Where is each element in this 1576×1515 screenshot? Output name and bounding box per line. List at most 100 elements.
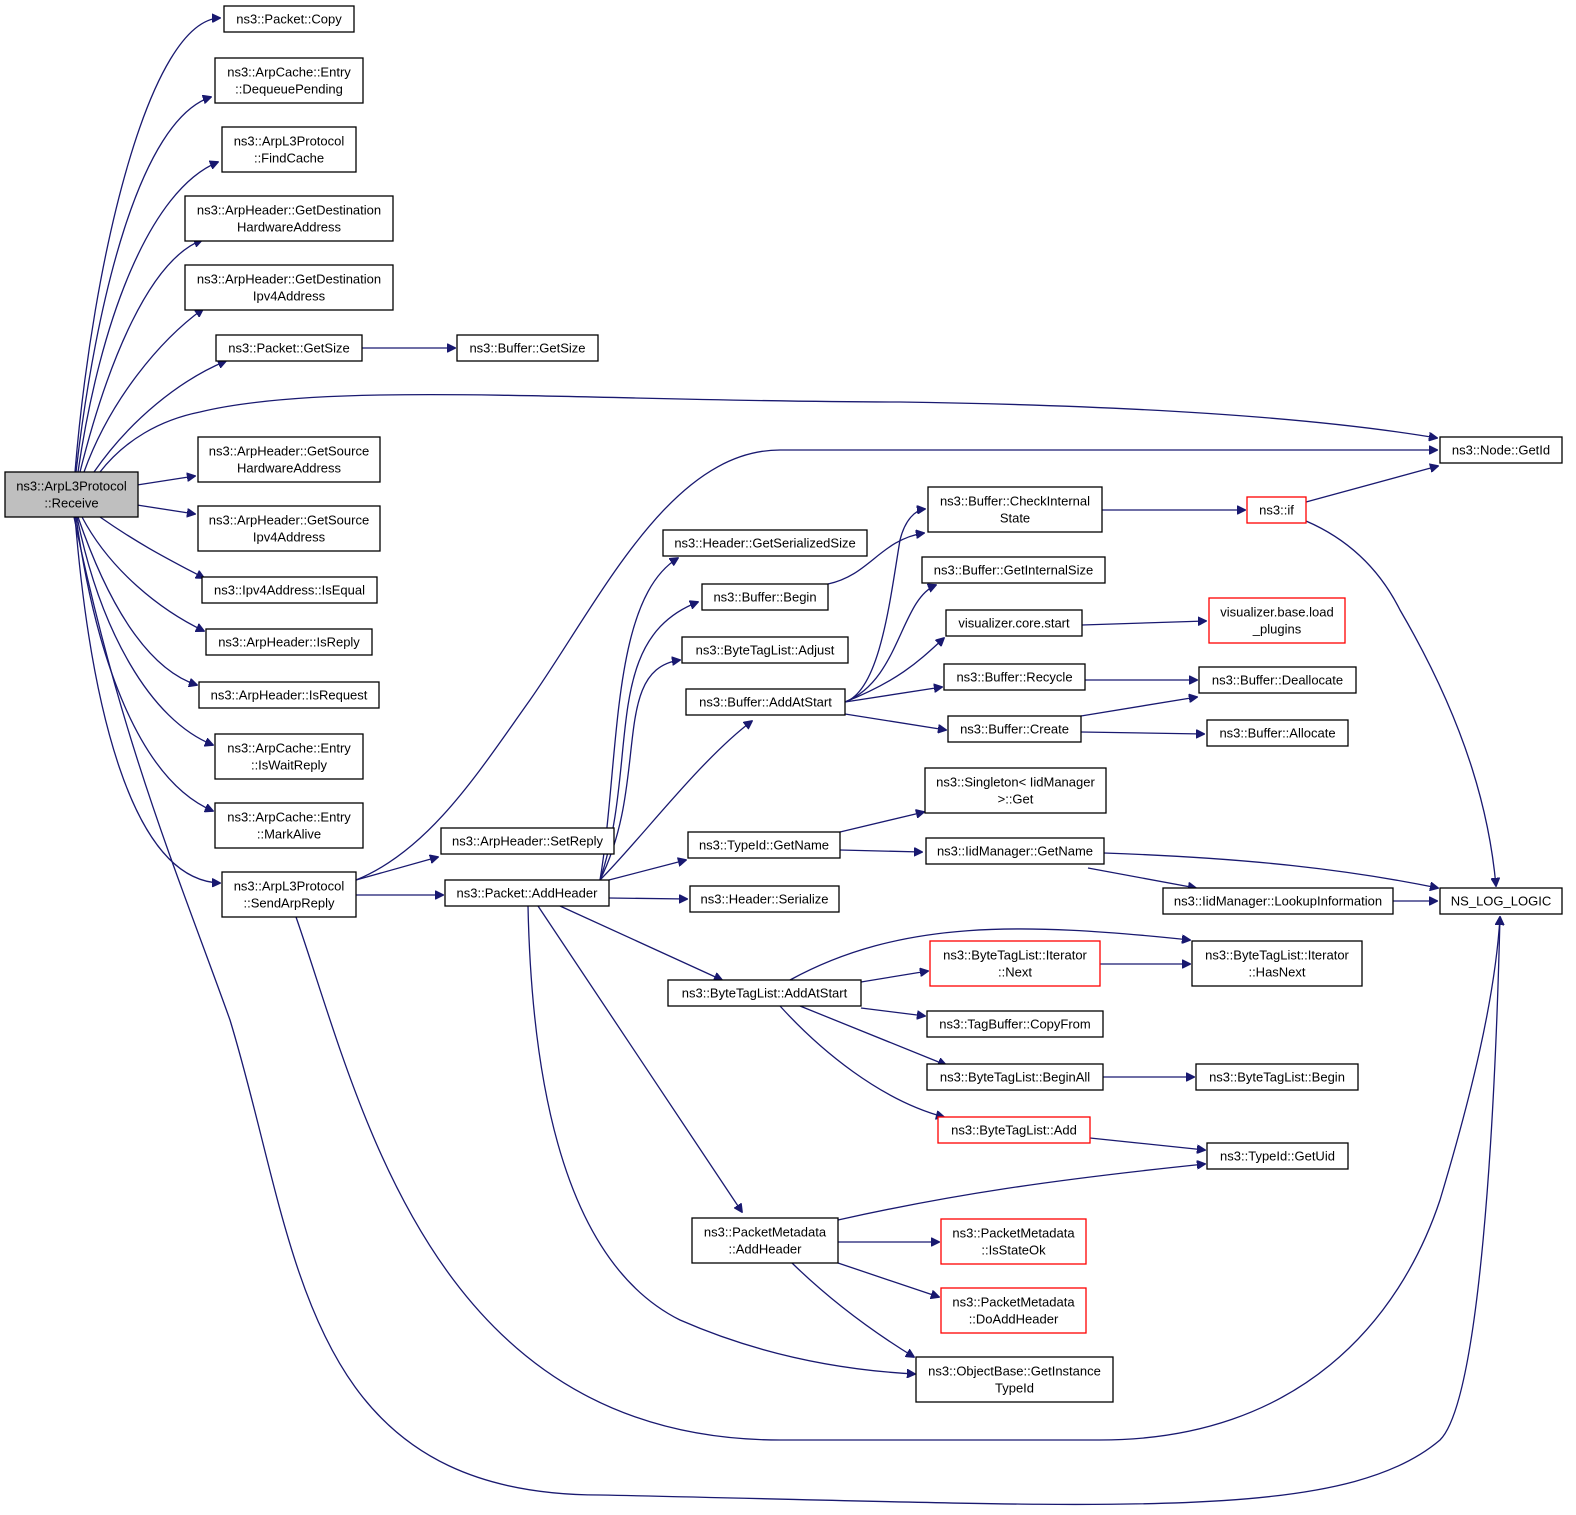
node-isrequest[interactable]: ns3::ArpHeader::IsRequest bbox=[198, 681, 380, 709]
node-ns-log-logic[interactable]: NS_LOG_LOGIC bbox=[1439, 887, 1563, 915]
node-label: ns3::Buffer::GetInternalSize bbox=[934, 563, 1093, 578]
call-edge bbox=[844, 509, 925, 703]
node-label: ns3::ByteTagList::Begin bbox=[1209, 1070, 1345, 1085]
call-edge bbox=[81, 516, 204, 631]
node-btl-beginall[interactable]: ns3::ByteTagList::BeginAll bbox=[926, 1063, 1104, 1091]
node-box bbox=[940, 1287, 1087, 1334]
node-pm-doadd[interactable]: ns3::PacketMetadata::DoAddHeader bbox=[940, 1287, 1087, 1334]
node-receive[interactable]: ns3::ArpL3Protocol::Receive bbox=[4, 471, 139, 518]
node-box bbox=[921, 556, 1106, 584]
node-buf-addatstart[interactable]: ns3::Buffer::AddAtStart bbox=[685, 688, 846, 716]
node-isreply[interactable]: ns3::ArpHeader::IsReply bbox=[205, 628, 373, 656]
node-label: HardwareAddress bbox=[237, 220, 342, 235]
node-dequeue[interactable]: ns3::ArpCache::Entry::DequeuePending bbox=[214, 57, 364, 104]
call-edge bbox=[77, 516, 197, 685]
call-edge bbox=[599, 660, 680, 881]
node-buf-begin[interactable]: ns3::Buffer::Begin bbox=[701, 583, 829, 611]
node-box bbox=[4, 471, 139, 518]
node-label: ns3::Buffer::Create bbox=[960, 722, 1069, 737]
node-markalive[interactable]: ns3::ArpCache::Entry::MarkAlive bbox=[214, 802, 364, 849]
call-edge bbox=[75, 516, 213, 811]
node-addheader[interactable]: ns3::Packet::AddHeader bbox=[444, 879, 610, 907]
node-ns3-if[interactable]: ns3::if bbox=[1246, 496, 1307, 524]
node-label: ns3::PacketMetadata bbox=[704, 1225, 827, 1240]
graph-edges bbox=[73, 18, 1500, 1506]
node-pkt-copy[interactable]: ns3::Packet::Copy bbox=[223, 5, 355, 33]
node-node-getid[interactable]: ns3::Node::GetId bbox=[1439, 436, 1563, 464]
call-edge bbox=[844, 687, 942, 703]
node-buf-getsize[interactable]: ns3::Buffer::GetSize bbox=[456, 334, 599, 362]
node-box bbox=[214, 733, 364, 780]
node-tagbuf-copy[interactable]: ns3::TagBuffer::CopyFrom bbox=[926, 1010, 1104, 1038]
node-label: ns3::IidManager::LookupInformation bbox=[1174, 894, 1382, 909]
call-edge bbox=[844, 585, 936, 703]
node-btl-it-next[interactable]: ns3::ByteTagList::Iterator::Next bbox=[929, 940, 1101, 987]
node-btl-begin[interactable]: ns3::ByteTagList::Begin bbox=[1195, 1063, 1359, 1091]
call-edge bbox=[559, 905, 722, 980]
node-box bbox=[456, 334, 599, 362]
call-edge bbox=[1089, 1137, 1205, 1150]
node-label: ::AddHeader bbox=[729, 1242, 803, 1257]
node-buf-dealloc[interactable]: ns3::Buffer::Deallocate bbox=[1198, 666, 1357, 694]
node-hdr-serialize[interactable]: ns3::Header::Serialize bbox=[689, 885, 840, 913]
node-label: ns3::ArpHeader::SetReply bbox=[452, 834, 604, 849]
node-label: ns3::Buffer::Recycle bbox=[956, 670, 1072, 685]
node-hdr-getser[interactable]: ns3::Header::GetSerializedSize bbox=[662, 529, 868, 557]
node-btl-adjust[interactable]: ns3::ByteTagList::Adjust bbox=[681, 636, 849, 664]
node-sendarpreply[interactable]: ns3::ArpL3Protocol::SendArpReply bbox=[221, 871, 357, 918]
node-btl-addatstart[interactable]: ns3::ByteTagList::AddAtStart bbox=[667, 979, 862, 1007]
node-buf-create[interactable]: ns3::Buffer::Create bbox=[947, 715, 1082, 743]
node-viz-load[interactable]: visualizer.base.load_plugins bbox=[1208, 597, 1346, 644]
node-pm-addheader[interactable]: ns3::PacketMetadata::AddHeader bbox=[691, 1217, 839, 1264]
node-btl-add[interactable]: ns3::ByteTagList::Add bbox=[937, 1116, 1091, 1144]
node-iid-getname[interactable]: ns3::IidManager::GetName bbox=[925, 837, 1105, 865]
node-pm-isstateok[interactable]: ns3::PacketMetadata::IsStateOk bbox=[940, 1218, 1087, 1265]
node-buf-getint[interactable]: ns3::Buffer::GetInternalSize bbox=[921, 556, 1106, 584]
call-edge bbox=[527, 905, 915, 1374]
call-edge bbox=[779, 1005, 944, 1117]
call-edge bbox=[1087, 867, 1196, 888]
node-findcache[interactable]: ns3::ArpL3Protocol::FindCache bbox=[221, 126, 357, 173]
node-typeid-getuid[interactable]: ns3::TypeId::GetUid bbox=[1206, 1142, 1349, 1170]
node-isequal[interactable]: ns3::Ipv4Address::IsEqual bbox=[201, 576, 378, 604]
node-label: ns3::TagBuffer::CopyFrom bbox=[939, 1017, 1091, 1032]
node-buf-recycle[interactable]: ns3::Buffer::Recycle bbox=[943, 663, 1086, 691]
node-getdestip[interactable]: ns3::ArpHeader::GetDestinationIpv4Addres… bbox=[184, 264, 394, 311]
node-iswaitreply[interactable]: ns3::ArpCache::Entry::IsWaitReply bbox=[214, 733, 364, 780]
node-label: ::IsStateOk bbox=[981, 1243, 1046, 1258]
node-box bbox=[681, 636, 849, 664]
call-edge bbox=[860, 1007, 925, 1016]
node-iid-lookup[interactable]: ns3::IidManager::LookupInformation bbox=[1162, 887, 1394, 915]
call-edge bbox=[355, 857, 438, 881]
node-label: ::IsWaitReply bbox=[251, 758, 328, 773]
node-label: ns3::ArpCache::Entry bbox=[227, 65, 351, 80]
node-typeid-getname[interactable]: ns3::TypeId::GetName bbox=[687, 831, 841, 859]
node-label: ns3::ArpHeader::IsReply bbox=[218, 635, 360, 650]
node-label: ns3::ArpHeader::GetSource bbox=[209, 444, 369, 459]
node-setreply[interactable]: ns3::ArpHeader::SetReply bbox=[440, 827, 615, 855]
call-edge bbox=[79, 240, 202, 473]
node-btl-it-hasnext[interactable]: ns3::ByteTagList::Iterator::HasNext bbox=[1191, 940, 1363, 987]
node-singleton-get[interactable]: ns3::Singleton< IidManager>::Get bbox=[924, 767, 1107, 814]
call-edge bbox=[839, 812, 924, 833]
call-edge bbox=[608, 860, 686, 881]
node-buf-alloc[interactable]: ns3::Buffer::Allocate bbox=[1206, 719, 1349, 747]
node-box bbox=[1162, 887, 1394, 915]
node-box bbox=[1439, 436, 1563, 464]
node-label: ::HasNext bbox=[1248, 965, 1305, 980]
node-label: State bbox=[1000, 511, 1030, 526]
node-label: ns3::ArpHeader::GetDestination bbox=[197, 272, 381, 287]
node-getdesthw[interactable]: ns3::ArpHeader::GetDestinationHardwareAd… bbox=[184, 195, 394, 242]
node-pkt-getsize[interactable]: ns3::Packet::GetSize bbox=[215, 334, 363, 362]
call-edge bbox=[799, 1005, 946, 1065]
call-edge bbox=[844, 638, 944, 703]
call-edge bbox=[837, 1164, 1205, 1221]
call-edge bbox=[791, 1262, 914, 1357]
node-label: ns3::Node::GetId bbox=[1452, 443, 1550, 458]
node-viz-start[interactable]: visualizer.core.start bbox=[945, 609, 1083, 637]
node-label: ::SendArpReply bbox=[243, 896, 335, 911]
